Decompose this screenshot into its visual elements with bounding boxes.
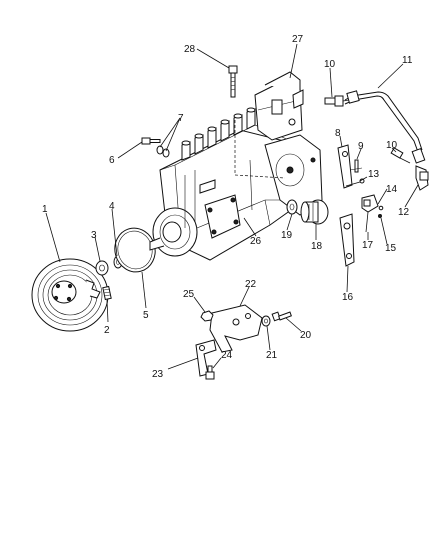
callout-numbers: 1 2 3 4 5 6 7 8 9 10 10 11 12 13 14 15 1… — [42, 34, 413, 380]
banjo-fitting — [324, 95, 350, 107]
callout-8: 8 — [335, 128, 341, 139]
callout-2: 2 — [104, 325, 110, 336]
callout-15: 15 — [385, 243, 397, 254]
plug — [300, 199, 329, 225]
callout-16: 16 — [342, 292, 354, 303]
washer — [261, 315, 271, 327]
callout-21: 21 — [266, 350, 278, 361]
callout-19: 19 — [281, 230, 293, 241]
callout-9: 9 — [358, 141, 364, 152]
shutoff-lever — [337, 144, 365, 189]
bolt — [228, 65, 238, 98]
callout-6: 6 — [109, 155, 115, 166]
fuel-line — [344, 90, 426, 164]
callout-11: 11 — [402, 55, 413, 66]
callout-12: 12 — [398, 207, 410, 218]
link-arm — [195, 339, 217, 377]
callout-14: 14 — [386, 184, 398, 195]
callout-22: 22 — [245, 279, 257, 290]
callout-18: 18 — [311, 241, 323, 252]
callout-4: 4 — [109, 201, 115, 212]
callout-24: 24 — [221, 350, 233, 361]
stud — [102, 285, 112, 301]
callout-1: 1 — [42, 204, 48, 215]
callout-13: 13 — [368, 169, 380, 180]
nut — [95, 260, 109, 276]
callout-20: 20 — [300, 330, 312, 341]
injection-pump — [149, 71, 323, 261]
callout-23: 23 — [152, 369, 164, 380]
callout-26: 26 — [250, 236, 262, 247]
nut — [200, 310, 214, 322]
drive-pulley — [31, 258, 109, 332]
callout-5: 5 — [143, 310, 149, 321]
bracket — [209, 304, 263, 353]
callout-10-upper: 10 — [324, 59, 336, 70]
seal-ring — [286, 199, 298, 215]
leader-lines — [45, 43, 419, 370]
delivery-valves — [181, 107, 256, 161]
callout-25: 25 — [183, 289, 195, 300]
callout-28: 28 — [184, 44, 196, 55]
stop-lever — [339, 194, 384, 267]
screw-and-washer — [141, 137, 170, 158]
screw — [205, 365, 215, 380]
callout-7: 7 — [178, 113, 184, 124]
callout-10-lower: 10 — [386, 140, 398, 151]
callout-27: 27 — [292, 34, 304, 45]
callout-17: 17 — [362, 240, 374, 251]
bolt — [271, 311, 292, 322]
callout-3: 3 — [91, 230, 97, 241]
aneroid-housing — [254, 71, 304, 141]
